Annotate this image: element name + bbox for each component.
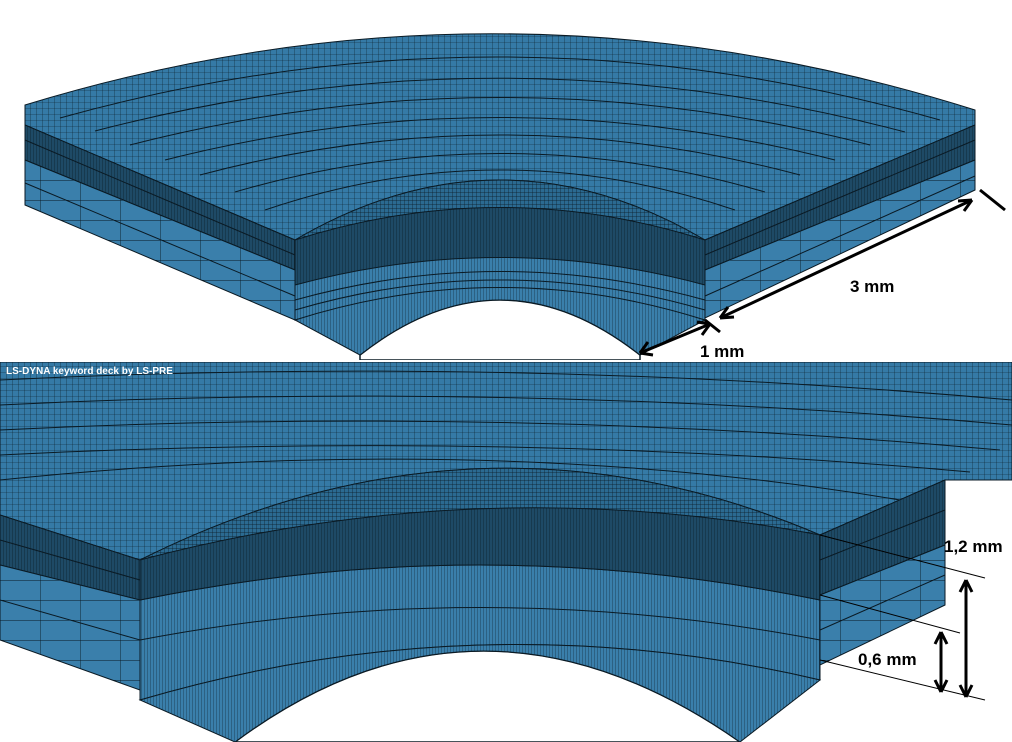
dim-1-2mm-label: 1,2 mm [944, 537, 1003, 556]
bottom-surface-rings [0, 370, 1012, 501]
top-surface-rings [59, 56, 941, 211]
top-panel: 3 mm 1 mm [24, 33, 1006, 361]
dim-leaders [819, 534, 986, 701]
dim-1mm [638, 318, 721, 357]
dim-0-6mm [933, 631, 949, 693]
bottom-hole-wall [138, 643, 822, 742]
dim-0-6mm-label: 0,6 mm [858, 650, 917, 669]
dim-1-2mm [958, 579, 974, 698]
dim-3mm-label: 3 mm [850, 277, 894, 296]
bottom-layer-lines [0, 509, 946, 641]
top-layer-lines [24, 139, 976, 311]
bottom-inner-front-upper [139, 507, 821, 601]
software-header: LS-DYNA keyword deck by LS-PRE [6, 366, 173, 377]
dim-1mm-label: 1 mm [700, 342, 744, 361]
dim-3mm [718, 188, 1006, 320]
bottom-panel: LS-DYNA keyword deck by LS-PRE 1,2 mm 0,… [0, 362, 1012, 742]
